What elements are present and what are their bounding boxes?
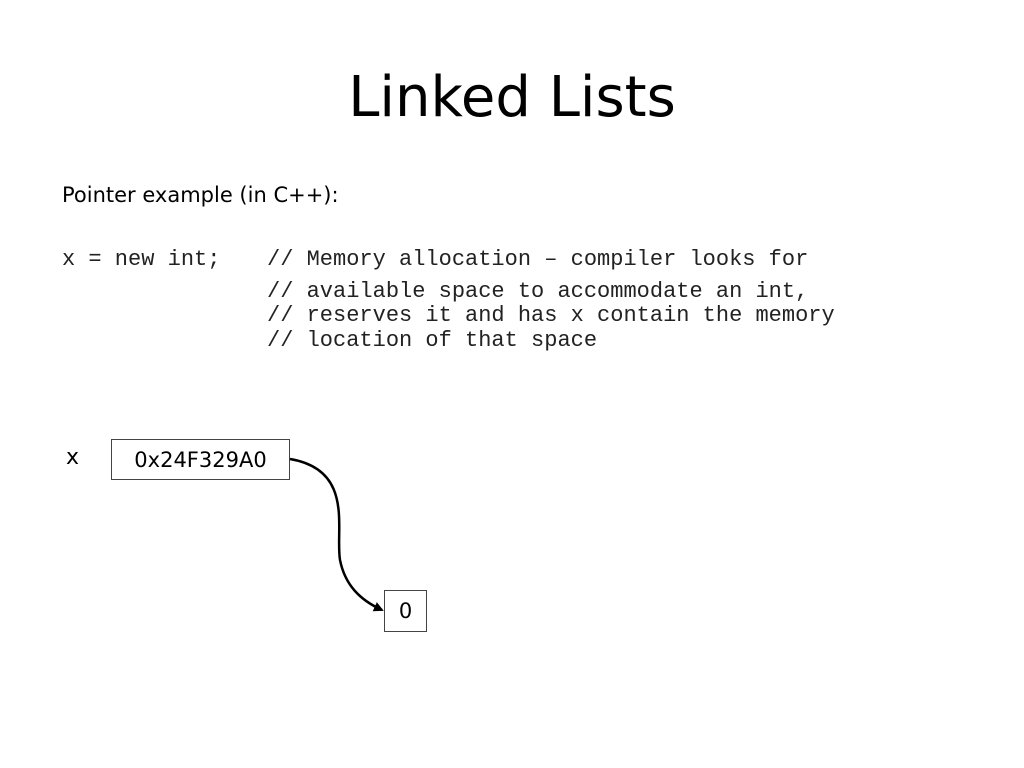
slide-title: Linked Lists xyxy=(348,65,676,130)
code-comment-line: // reserves it and has x contain the mem… xyxy=(267,303,835,328)
code-statement: x = new int; xyxy=(62,247,221,272)
pointer-value: 0x24F329A0 xyxy=(134,447,267,472)
pointed-value-box: 0 xyxy=(384,590,427,632)
slide-subtitle: Pointer example (in C++): xyxy=(62,183,339,207)
code-comment-line: // location of that space xyxy=(267,328,598,353)
code-comment-line: // Memory allocation – compiler looks fo… xyxy=(267,247,809,272)
arrow-path xyxy=(289,457,384,612)
pointer-box: 0x24F329A0 xyxy=(111,439,290,480)
variable-label: x xyxy=(66,445,80,470)
code-comment-line: // available space to accommodate an int… xyxy=(267,279,809,304)
pointed-value: 0 xyxy=(398,599,413,623)
